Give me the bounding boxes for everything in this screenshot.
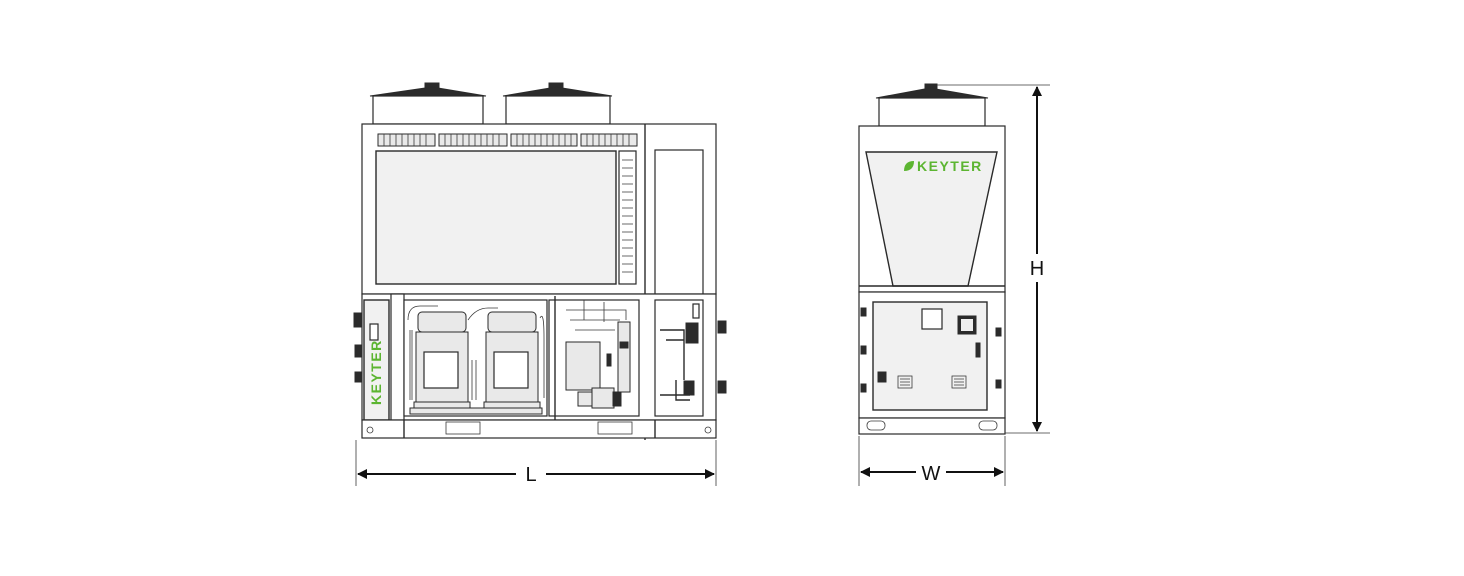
width-label: W: [922, 463, 941, 485]
grille: [377, 133, 638, 147]
front-base: [361, 419, 717, 439]
fan-right-icon: [502, 82, 613, 125]
fan-side-icon: [875, 83, 989, 127]
brand-logo: KEYTER: [917, 158, 983, 174]
side-base: [858, 417, 1006, 435]
height-label: H: [1030, 258, 1044, 280]
front-view: KEYTER: [353, 82, 727, 440]
side-view: KEYTER: [858, 83, 1006, 435]
brand-logo-vertical: KEYTER: [368, 339, 384, 405]
dimension-width: W: [858, 436, 1006, 486]
control-box: KEYTER: [353, 299, 390, 421]
coil-panel: [375, 150, 617, 285]
compressor-left-icon: [413, 311, 471, 411]
dimension-height: H: [937, 84, 1050, 434]
brand-leaf-icon: [904, 161, 914, 171]
fan-left-icon: [369, 82, 487, 125]
compressor-right-icon: [483, 311, 541, 411]
dimension-length: L: [355, 440, 717, 486]
valve-icon: [606, 321, 631, 393]
pump-icon: [577, 387, 622, 409]
length-label: L: [525, 464, 536, 486]
